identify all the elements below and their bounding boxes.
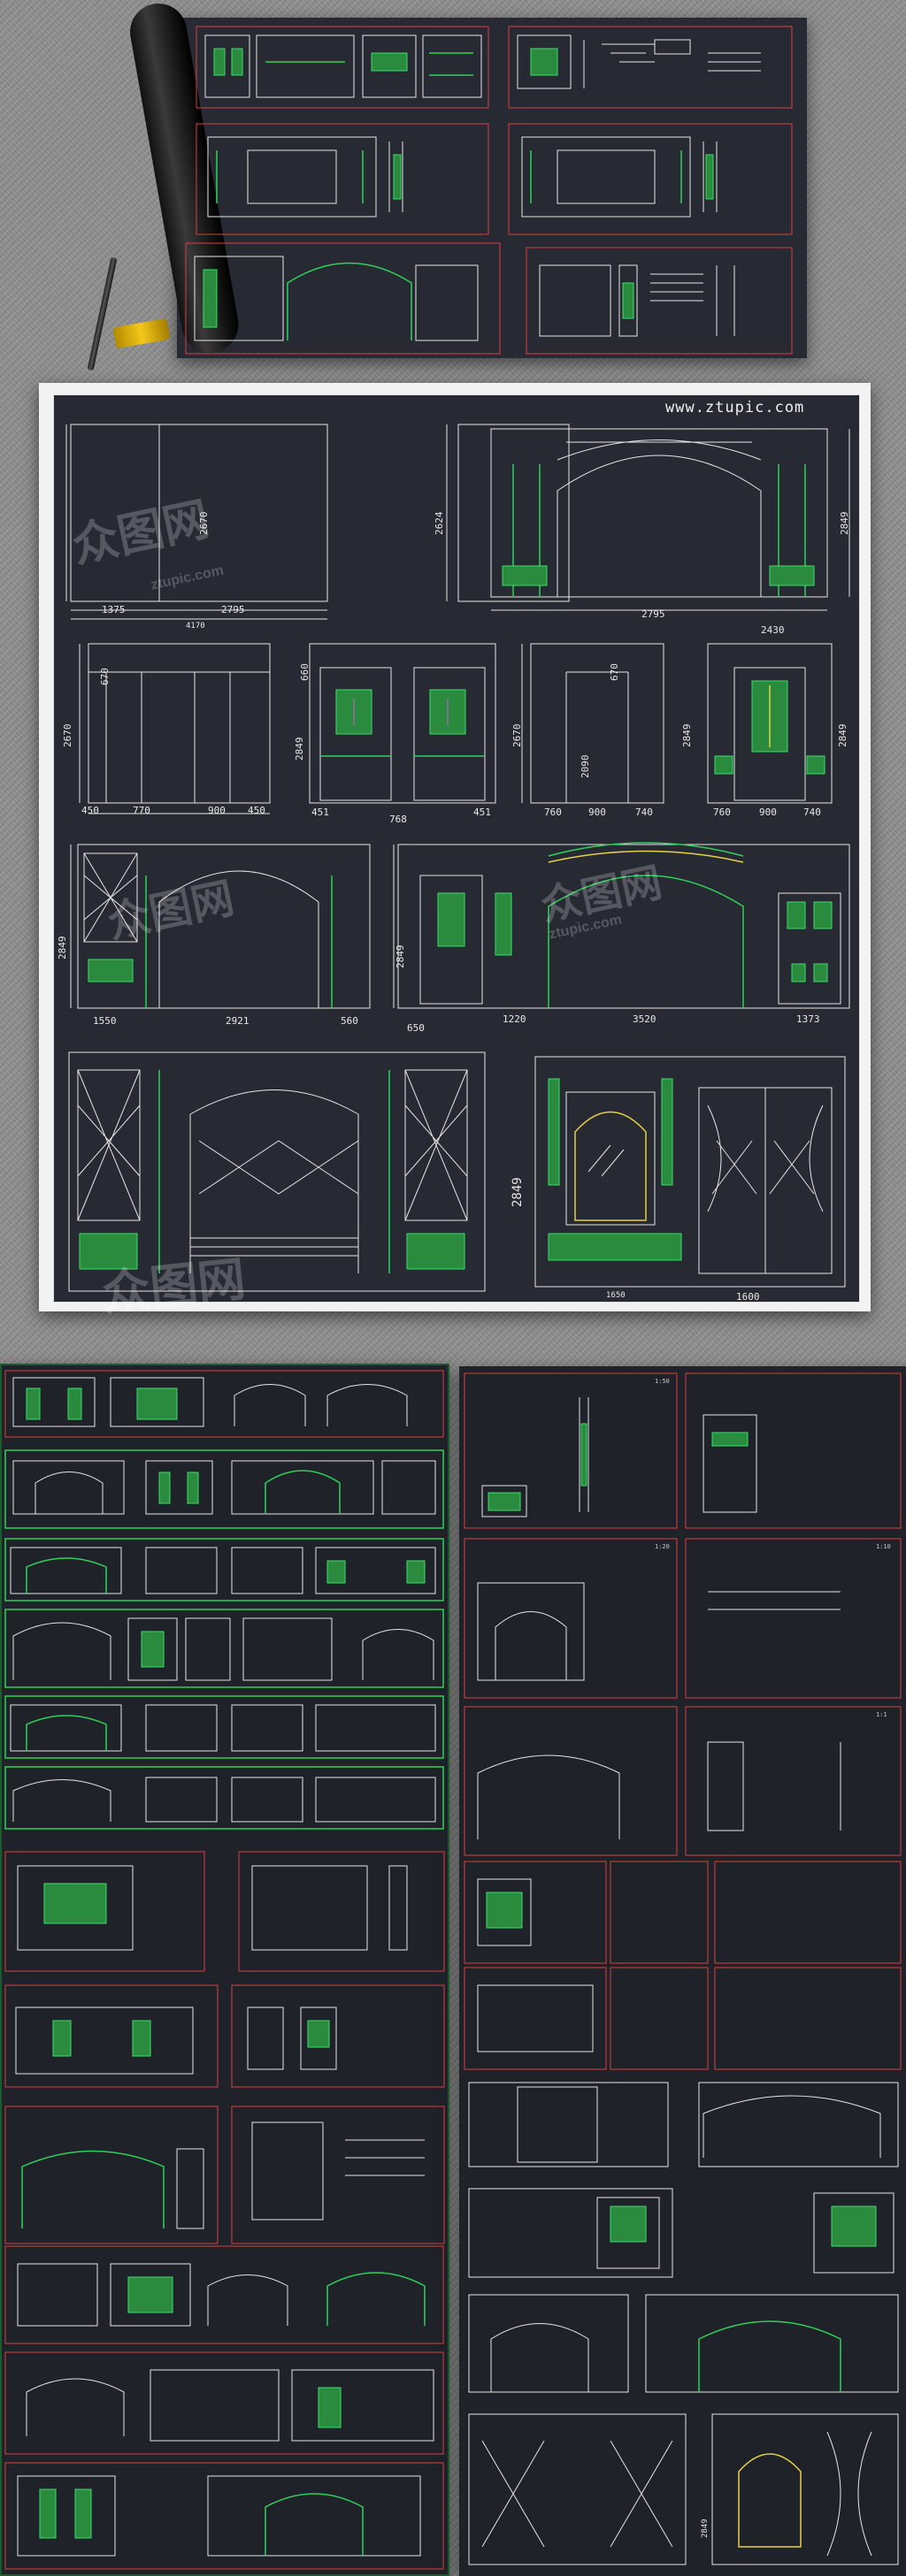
dim-g-w0: 760 [713, 806, 731, 818]
dim-h-w1: 2921 [226, 1015, 250, 1027]
dim-d-w0: 450 [81, 805, 99, 816]
dim-g-w1: 900 [759, 806, 777, 818]
left-collage-sheet [0, 1364, 449, 2576]
rolled-drawing-sheet [177, 18, 807, 358]
dim-c-w: 2430 [761, 624, 785, 636]
dim-e-w2: 451 [473, 806, 491, 818]
dim-i-w1: 1220 [503, 1013, 526, 1025]
dim-g-w2: 740 [803, 806, 821, 818]
dim-h-w2: 560 [341, 1015, 358, 1027]
dim-d-w2: 900 [208, 805, 226, 816]
dim-a-sub: 4170 [186, 622, 205, 631]
dim-k-w0: 1650 [606, 1291, 626, 1300]
dim-e-w0: 451 [311, 806, 329, 818]
dim-k-w1: 1600 [736, 1291, 760, 1303]
sheet-scale-label: 1:20 [655, 1543, 670, 1550]
dim-f-w2: 740 [635, 806, 653, 818]
sheet-scale-label: 1:10 [876, 1543, 891, 1550]
dim-k-h-lower: 2849 [701, 2519, 710, 2538]
dim-i-w2: 3520 [633, 1013, 656, 1025]
dim-a-w2: 2795 [221, 604, 245, 615]
sheet-scale-label: 1:1 [876, 1711, 887, 1718]
dim-i-w3: 1373 [796, 1013, 820, 1025]
right-collage-sheet [459, 1366, 906, 2576]
main-cad-canvas [53, 394, 860, 1303]
dim-i-w0: 650 [407, 1022, 425, 1034]
watermark-url: www.ztupic.com [665, 399, 805, 417]
sheet-scale-label: 1:50 [655, 1378, 670, 1385]
main-elevations [65, 424, 850, 1292]
dim-a-w1: 1375 [102, 604, 126, 615]
dim-d-w1: 770 [133, 805, 150, 816]
dim-f-w0: 760 [544, 806, 562, 818]
top-sheet-drawings [185, 26, 793, 355]
dim-d-w3: 450 [248, 805, 265, 816]
dim-h-w0: 1550 [93, 1015, 117, 1027]
dim-b-w: 2795 [641, 608, 665, 620]
dim-f-w1: 900 [588, 806, 606, 818]
dim-e-w1: 768 [389, 814, 407, 825]
